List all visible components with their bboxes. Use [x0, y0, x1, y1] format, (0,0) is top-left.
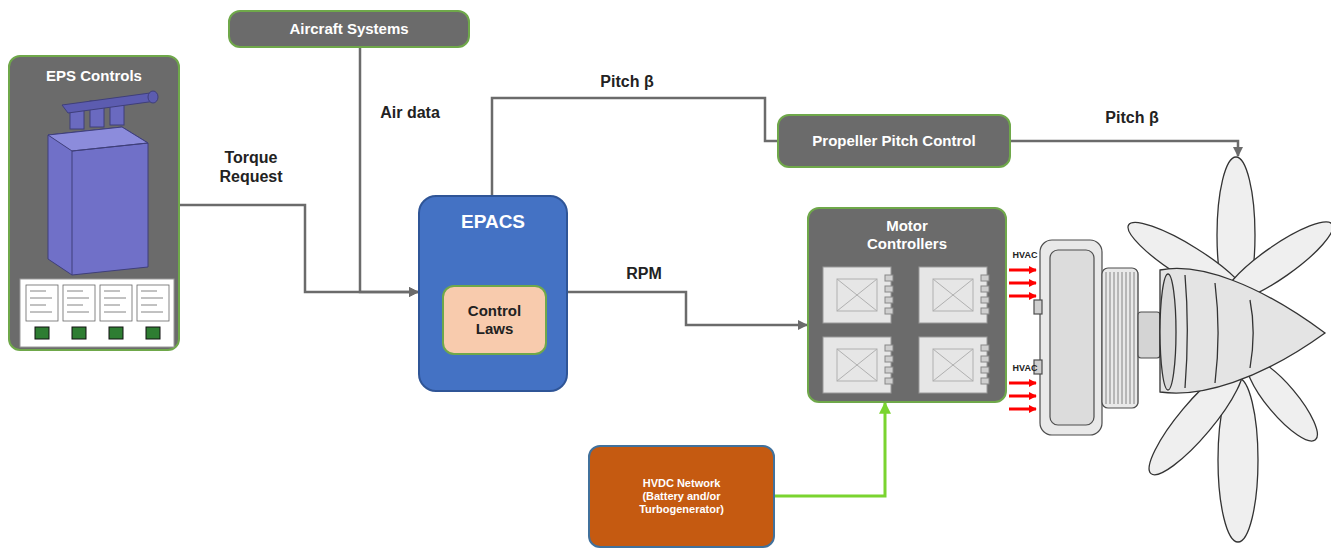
node-title: HVDC Network (Battery and/or Turbogenera…	[626, 477, 737, 517]
propeller	[1120, 157, 1331, 542]
electric-motor	[1034, 240, 1160, 435]
process-box: Propeller Pitch Control	[777, 114, 1011, 168]
signal-label: Air data	[368, 103, 452, 122]
power-label: HVAC	[1006, 363, 1044, 374]
signal-label: Pitch β	[585, 72, 669, 91]
control-laws-box: Control Laws	[442, 285, 547, 355]
connector	[360, 48, 418, 292]
node-title: Propeller Pitch Control	[812, 132, 975, 150]
node-title: Motor Controllers	[849, 217, 965, 253]
pitch-line	[1011, 141, 1238, 156]
hvac-arrows	[1009, 270, 1036, 409]
connector	[180, 205, 418, 292]
node-title: EPACS	[461, 211, 525, 234]
controller-box: EPACS Control Laws	[418, 195, 568, 392]
connector	[492, 98, 777, 195]
node-title: Control Laws	[458, 302, 531, 338]
power-label: HVAC	[1006, 250, 1044, 261]
power-source-box: HVDC Network (Battery and/or Turbogenera…	[588, 445, 775, 548]
connector	[775, 403, 885, 496]
motor-controller-box: Motor Controllers	[807, 207, 1007, 403]
node-title: EPS Controls	[46, 67, 142, 85]
connector	[568, 292, 807, 325]
control-panel-box: EPS Controls	[8, 55, 180, 351]
signal-label: RPM	[612, 264, 676, 283]
system-box: Aircraft Systems	[228, 10, 470, 48]
signal-label: Pitch β	[1090, 108, 1174, 127]
throttle-quadrant-illustration	[10, 57, 182, 353]
signal-label: Torque Request	[203, 148, 299, 186]
motor-ribs	[1106, 272, 1138, 404]
node-title: Aircraft Systems	[289, 20, 408, 38]
